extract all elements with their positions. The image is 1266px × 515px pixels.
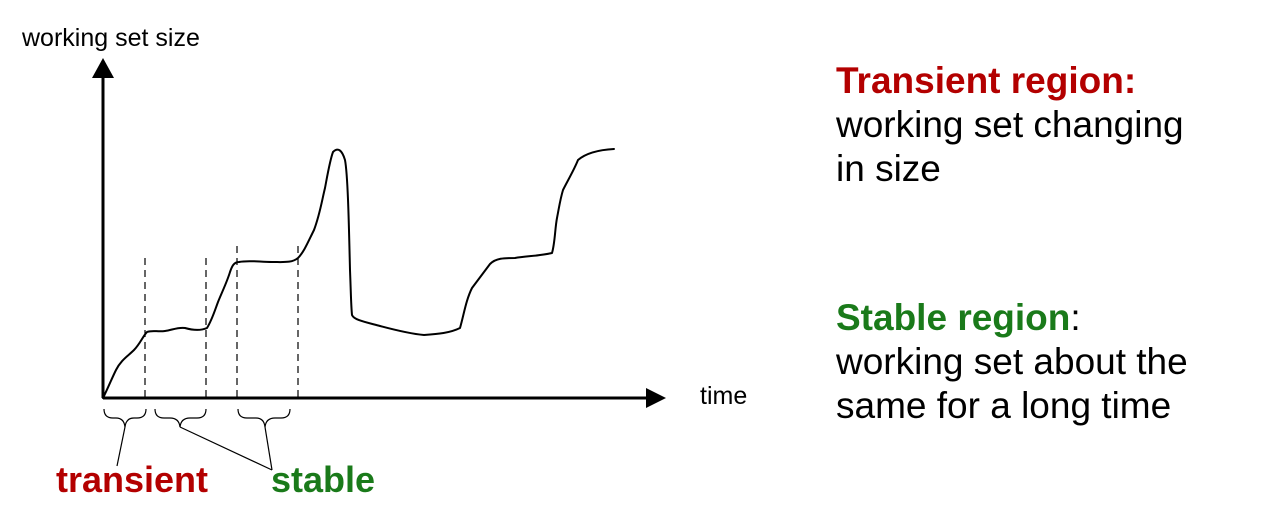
stable-leader-1 [179, 426, 273, 471]
working-set-curve [102, 148, 615, 399]
stable-text-line: same for a long time [836, 385, 1172, 426]
stable-brace-2 [237, 408, 291, 428]
stable-text-line: working set about the [836, 341, 1188, 382]
transient-brace [103, 408, 147, 428]
stable-brace-1 [154, 408, 207, 428]
transient-leader [116, 426, 126, 467]
transient-text-line: in size [836, 148, 941, 189]
transient-text-line: working set changing [836, 104, 1184, 145]
brace-leaders [116, 426, 273, 471]
stable-explanation: Stable region: working set about the sam… [836, 296, 1256, 428]
y-axis-arrowhead [92, 58, 114, 78]
stable-heading-row: Stable region: [836, 296, 1256, 340]
x-axis-arrowhead [646, 388, 666, 408]
region-braces [103, 408, 291, 428]
stable-heading: Stable region [836, 297, 1071, 338]
region-boundaries [144, 246, 299, 398]
stable-heading-colon: : [1070, 297, 1081, 338]
stable-leader-2 [264, 426, 273, 471]
y-axis-label: working set size [21, 24, 200, 52]
x-axis-label: time [700, 382, 747, 410]
transient-heading: Transient region: [836, 60, 1137, 101]
transient-explanation: Transient region: working set changing i… [836, 59, 1256, 191]
stable-label: stable [271, 459, 375, 500]
transient-label: transient [56, 459, 208, 500]
